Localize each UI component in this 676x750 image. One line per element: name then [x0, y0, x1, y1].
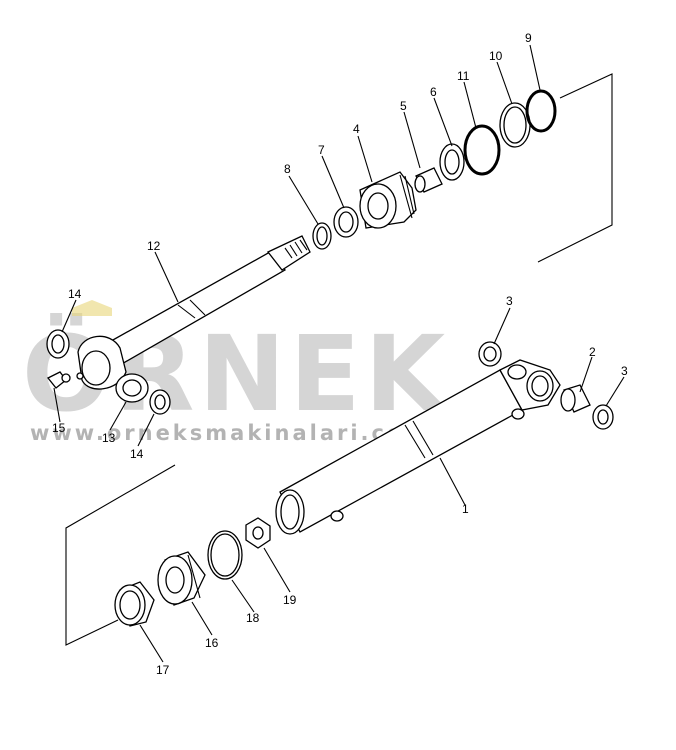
rod-bushing — [414, 167, 443, 193]
bushing-3-left — [478, 341, 502, 367]
callout-17: 17 — [156, 663, 170, 677]
callout-19: 19 — [283, 593, 297, 607]
callout-11: 11 — [457, 69, 470, 83]
watermark-accent — [72, 300, 112, 316]
cylinder-head — [359, 171, 417, 229]
piston-ring — [114, 581, 155, 627]
wear-ring — [207, 530, 243, 580]
callout-12: 12 — [147, 239, 161, 253]
backup-ring-10 — [499, 102, 531, 148]
o-ring-9 — [525, 89, 557, 133]
callout-10: 10 — [489, 49, 503, 63]
callout-9: 9 — [525, 31, 532, 45]
grease-fitting — [46, 371, 71, 389]
bushing-3-right — [592, 404, 614, 430]
bushing-2 — [560, 384, 591, 413]
o-ring-11 — [463, 124, 501, 176]
callout-6: 6 — [430, 85, 437, 99]
upper-bracket — [537, 73, 613, 263]
bushing-14-lower — [149, 389, 171, 415]
rod-thread — [284, 239, 308, 259]
callout-5: 5 — [400, 99, 407, 113]
callout-18: 18 — [246, 611, 260, 625]
callout-1: 1 — [462, 502, 469, 516]
callout-4: 4 — [353, 122, 360, 136]
lower-bracket — [65, 464, 176, 646]
callout-14-upper: 14 — [68, 287, 82, 301]
piston — [157, 551, 206, 606]
callout-8: 8 — [284, 162, 291, 176]
piston-nut — [245, 517, 271, 549]
callout-16: 16 — [205, 636, 219, 650]
callout-3-right: 3 — [621, 364, 628, 378]
callout-14-lower: 14 — [130, 447, 144, 461]
callout-13: 13 — [102, 431, 116, 445]
spherical-bushing — [115, 373, 149, 403]
snap-ring — [312, 222, 332, 250]
callout-labels: 1 2 3 3 4 5 6 7 8 9 10 11 12 13 14 14 15… — [52, 31, 628, 677]
dust-wiper — [333, 206, 359, 238]
piston-rod — [76, 235, 311, 390]
leader-lines — [53, 44, 625, 663]
bushing-14-upper — [46, 329, 70, 359]
callout-2: 2 — [589, 345, 596, 359]
callout-7: 7 — [318, 143, 325, 157]
callout-15: 15 — [52, 421, 66, 435]
callout-3-left: 3 — [506, 294, 513, 308]
cylinder-tube — [275, 359, 561, 535]
rod-seal — [439, 143, 465, 181]
